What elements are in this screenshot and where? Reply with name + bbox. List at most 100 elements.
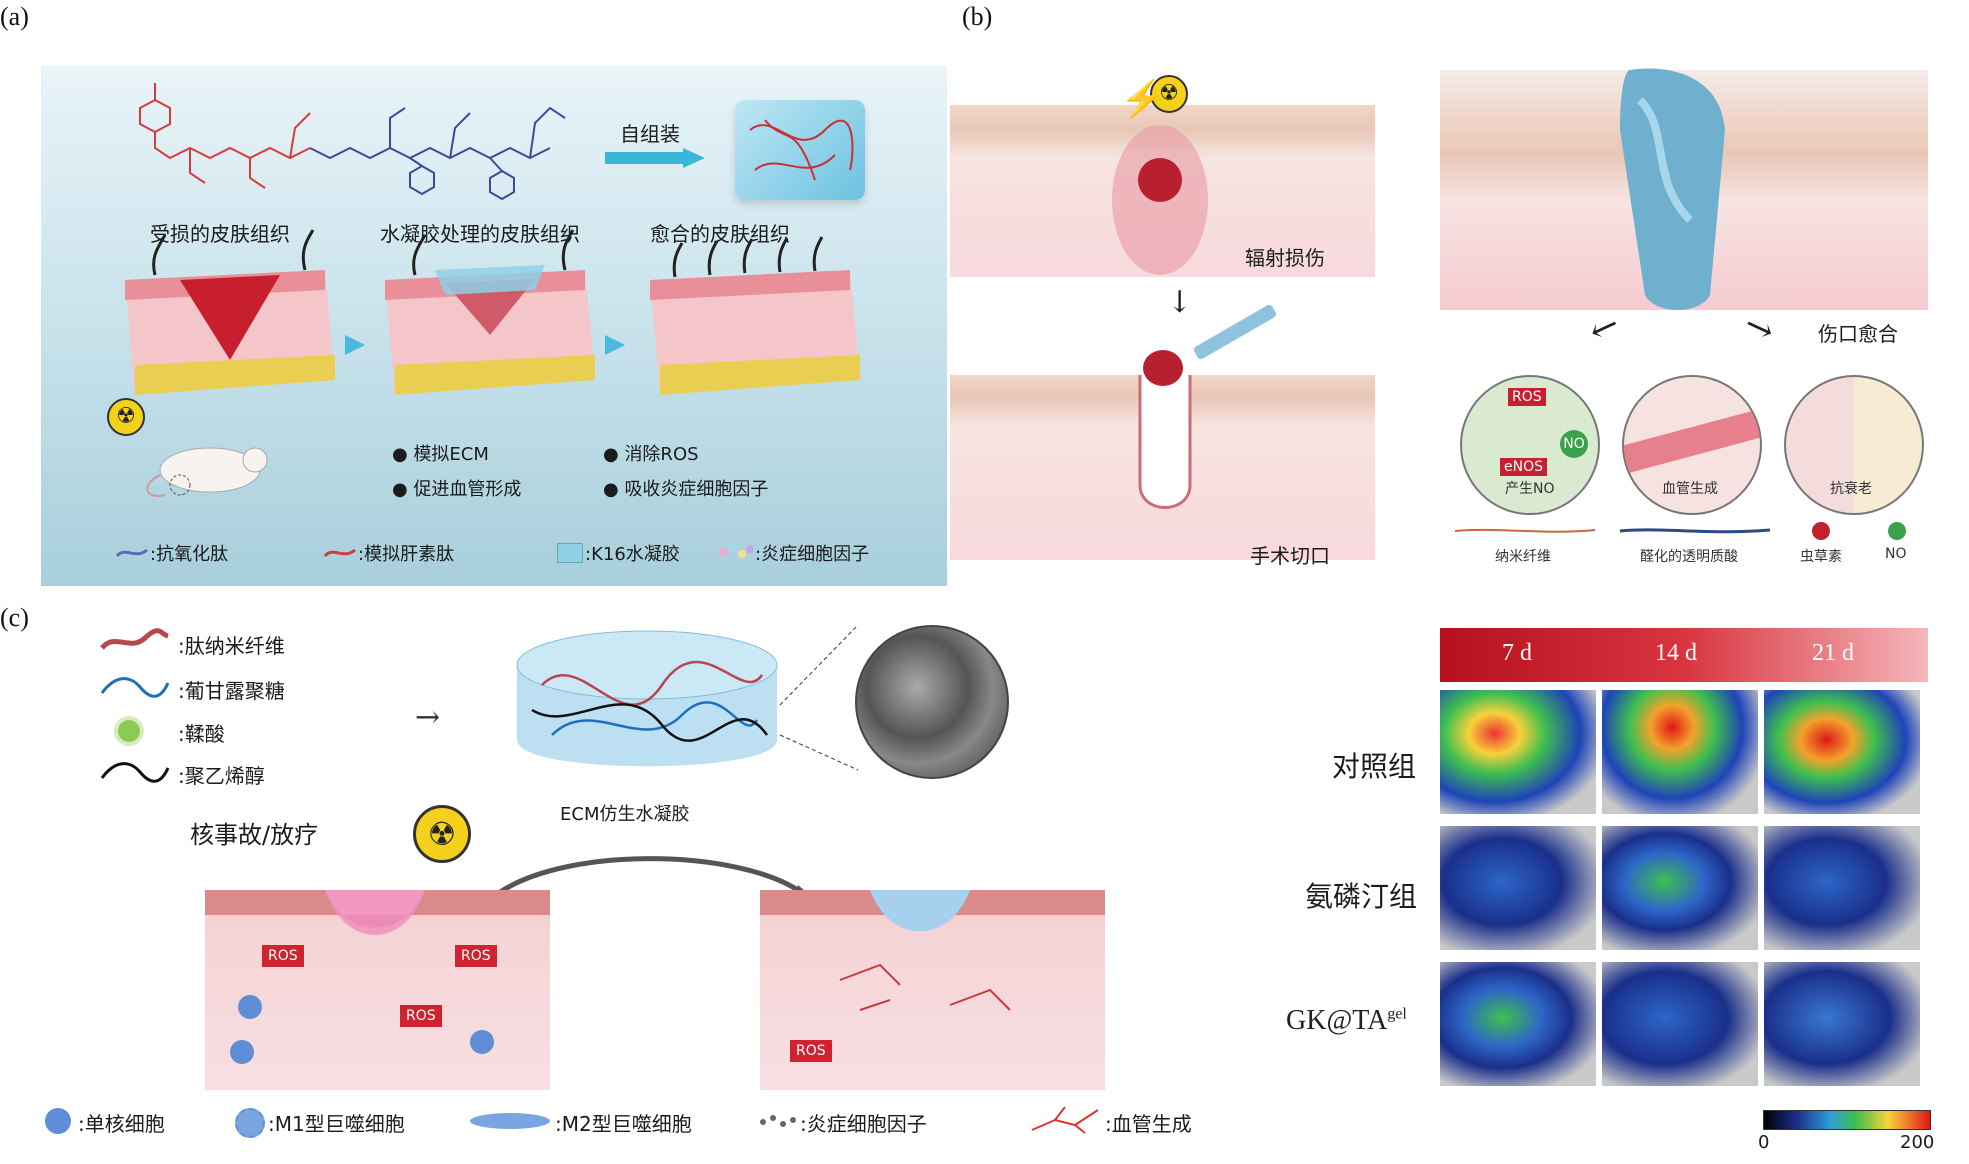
bullet-ecm-text: 模拟ECM bbox=[413, 444, 489, 465]
legend-monocyte-icon bbox=[45, 1108, 71, 1134]
scalpel-icon bbox=[1192, 303, 1278, 361]
legend-konjac-icon bbox=[100, 677, 170, 698]
circle-antiaging bbox=[1784, 375, 1924, 515]
cell-mono-2 bbox=[230, 1040, 254, 1064]
legend-cytokine: :炎症细胞因子 bbox=[755, 544, 870, 565]
legend-gel: :K16水凝胶 bbox=[585, 544, 680, 565]
lightning-icon: ⚡ bbox=[1120, 79, 1165, 120]
tag-no: NO bbox=[1560, 430, 1588, 458]
heatmap-grid bbox=[1440, 690, 1928, 1090]
bullet-ros: ● 消除ROS bbox=[603, 444, 699, 465]
legend-cytokine-icon bbox=[719, 544, 754, 558]
group-gkta-sup: gel bbox=[1387, 1005, 1407, 1023]
heat-cell-gkta-7 bbox=[1440, 962, 1596, 1086]
legend-cytokine-c: :炎症细胞因子 bbox=[800, 1112, 927, 1136]
bullet-ecm: ● 模拟ECM bbox=[392, 444, 489, 465]
self-assembly-label: 自组装 bbox=[620, 122, 680, 146]
cell-mono-3 bbox=[470, 1030, 494, 1054]
day-header-bar bbox=[1440, 628, 1928, 682]
heat-cell-control-14 bbox=[1602, 690, 1758, 814]
skin-treated bbox=[385, 229, 595, 405]
accident-label: 核事故/放疗 bbox=[190, 821, 319, 849]
legend-antioxidant-icon bbox=[115, 548, 148, 558]
circle-angiogenesis bbox=[1622, 375, 1762, 515]
legend-pva-icon bbox=[100, 762, 170, 783]
legend-nanofiber: 纳米纤维 bbox=[1495, 549, 1551, 565]
radiation-injury-label: 辐射损伤 bbox=[1245, 246, 1325, 270]
scale-min: 0 bbox=[1758, 1132, 1770, 1153]
panel-a-label: (a) bbox=[0, 2, 29, 31]
legend-ha: 醛化的透明质酸 bbox=[1640, 549, 1738, 565]
arrow-b-right: ↘ bbox=[1739, 304, 1780, 352]
legend-cordycepin-icon bbox=[1812, 522, 1830, 540]
surgery-block bbox=[950, 375, 1375, 560]
day-7: 7 d bbox=[1502, 640, 1532, 666]
legend-angio-icon bbox=[1031, 1106, 1099, 1134]
sem-image bbox=[855, 625, 1009, 779]
self-assembly-arrow bbox=[605, 148, 705, 168]
legend-angio: :血管生成 bbox=[1105, 1112, 1192, 1136]
heat-cell-gkta-14 bbox=[1602, 962, 1758, 1086]
radiation-icon: ☢ bbox=[107, 398, 145, 436]
bullet-angio-text: 促进血管形成 bbox=[413, 479, 522, 500]
legend-m1: :M1型巨噬细胞 bbox=[268, 1112, 405, 1136]
damaged-tissue-c bbox=[205, 890, 550, 1090]
group-gkta-text: GK@TA bbox=[1286, 1005, 1388, 1036]
legend-konjac: :葡甘露聚糖 bbox=[178, 679, 285, 703]
ecm-gel-label: ECM仿生水凝胶 bbox=[560, 804, 690, 825]
legend-heparin: :模拟肝素肽 bbox=[358, 544, 455, 565]
day-21: 21 d bbox=[1812, 640, 1854, 666]
circle-angio-label: 血管生成 bbox=[1662, 481, 1718, 497]
hydrogel-cube bbox=[735, 100, 865, 200]
legend-no-icon bbox=[1888, 522, 1906, 540]
group-amifostine: 氨磷汀组 bbox=[1305, 880, 1418, 913]
legend-gel-icon bbox=[557, 543, 583, 563]
heat-cell-amifostine-14 bbox=[1602, 826, 1758, 950]
heat-cell-amifostine-7 bbox=[1440, 826, 1596, 950]
panel-c-label: (c) bbox=[0, 603, 29, 632]
legend-ha-icon bbox=[1619, 528, 1771, 534]
legend-cordycepin: 虫草素 bbox=[1800, 549, 1842, 565]
panel-b-label: (b) bbox=[962, 2, 993, 31]
ros-tag-2: ROS bbox=[455, 945, 497, 967]
circle-no-label: 产生NO bbox=[1505, 481, 1555, 497]
group-control: 对照组 bbox=[1332, 750, 1417, 783]
legend-antioxidant: :抗氧化肽 bbox=[150, 544, 229, 565]
legend-no: NO bbox=[1885, 546, 1907, 562]
skin-healed bbox=[650, 236, 860, 405]
bullet-angio: ● 促进血管形成 bbox=[392, 479, 522, 500]
mouse-illustration bbox=[140, 430, 270, 500]
radiation-icon-c: ☢ bbox=[413, 805, 471, 863]
heat-cell-control-7 bbox=[1440, 690, 1596, 814]
legend-tannic-icon bbox=[118, 720, 140, 742]
group-gkta: GK@TAgel bbox=[1286, 1005, 1407, 1037]
ecm-hydrogel-disc bbox=[512, 625, 782, 785]
peptide-structure bbox=[139, 83, 566, 201]
legend-m1-icon bbox=[235, 1108, 265, 1138]
legend-monocyte: :单核细胞 bbox=[78, 1112, 165, 1136]
skin-damaged bbox=[125, 229, 335, 405]
scale-max: 200 bbox=[1900, 1132, 1935, 1153]
legend-m2: :M2型巨噬细胞 bbox=[555, 1112, 692, 1136]
surgery-label: 手术切口 bbox=[1250, 544, 1330, 568]
cell-mono-1 bbox=[238, 995, 262, 1019]
legend-cytokine-c-icon bbox=[760, 1115, 796, 1127]
ros-tag-4: ROS bbox=[790, 1040, 832, 1062]
radiation-injury-block bbox=[950, 105, 1375, 277]
color-scale-bar bbox=[1763, 1110, 1931, 1130]
bullet-absorb-text: 吸收炎症细胞因子 bbox=[624, 479, 769, 500]
ros-tag-3: ROS bbox=[400, 1005, 442, 1027]
day-14: 14 d bbox=[1655, 640, 1697, 666]
healing-label: 伤口愈合 bbox=[1818, 322, 1898, 346]
legend-m2-icon bbox=[470, 1113, 550, 1129]
circle-antiaging-label: 抗衰老 bbox=[1830, 481, 1872, 497]
heat-cell-gkta-21 bbox=[1764, 962, 1920, 1086]
caption-damaged: 受损的皮肤组织 bbox=[150, 222, 290, 246]
legend-peptide-fiber-icon bbox=[100, 628, 169, 650]
legend-heparin-icon bbox=[323, 548, 356, 558]
zoom-lines bbox=[779, 624, 859, 771]
arrow-a2 bbox=[605, 335, 625, 355]
arrow-b-left: ↙ bbox=[1584, 304, 1625, 352]
caption-healed: 愈合的皮肤组织 bbox=[650, 222, 790, 246]
bullet-absorb: ● 吸收炎症细胞因子 bbox=[603, 479, 769, 500]
